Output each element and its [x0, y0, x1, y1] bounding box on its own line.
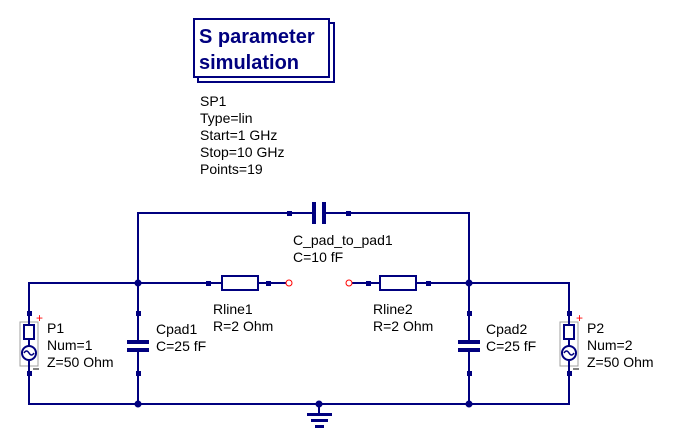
open-node-left[interactable]	[285, 279, 293, 287]
resistor-rline2[interactable]	[379, 275, 417, 291]
pin-marker	[567, 311, 572, 316]
sim-param-stop: Stop=10 GHz	[200, 144, 285, 160]
pin-marker	[426, 281, 431, 286]
sim-name: SP1	[200, 93, 227, 109]
p2-num: Num=2	[587, 337, 633, 353]
pin-marker	[206, 281, 211, 286]
junction-dot	[134, 400, 142, 408]
wire-bottom	[28, 366, 570, 405]
cpad1-name: Cpad1	[156, 321, 198, 337]
svg-text:+: +	[36, 311, 43, 325]
sim-param-type: Type=lin	[200, 110, 253, 126]
wire-mid-left	[28, 282, 222, 322]
rline2-value: R=2 Ohm	[373, 318, 434, 334]
c-pad-to-pad-name: C_pad_to_pad1	[293, 232, 393, 248]
sp-simulation-block[interactable]	[193, 18, 330, 78]
sim-block-shadow	[330, 22, 335, 82]
resistor-rline1[interactable]	[221, 275, 259, 291]
port-p1[interactable]: +	[19, 310, 43, 378]
ground-symbol[interactable]	[307, 413, 332, 428]
p2-impedance: Z=50 Ohm	[587, 354, 654, 370]
pin-marker	[136, 311, 141, 316]
pin-marker	[467, 311, 472, 316]
cpad2-name: Cpad2	[486, 321, 528, 337]
wire-mid-right	[416, 282, 570, 322]
junction-dot	[465, 279, 473, 287]
svg-text:+: +	[576, 311, 583, 325]
rline1-value: R=2 Ohm	[213, 318, 274, 334]
sim-param-start: Start=1 GHz	[200, 127, 278, 143]
pin-marker	[27, 371, 32, 376]
open-node-right[interactable]	[345, 279, 353, 287]
capacitor-c-pad-to-pad[interactable]	[304, 202, 334, 224]
c-pad-to-pad-value: C=10 fF	[293, 249, 344, 265]
pin-marker	[467, 371, 472, 376]
junction-dot	[315, 400, 323, 408]
sim-block-shadow	[197, 78, 335, 83]
pin-marker	[366, 281, 371, 286]
p1-name: P1	[47, 320, 65, 336]
pin-marker	[287, 211, 292, 216]
cpad1-value: C=25 fF	[156, 338, 207, 354]
rline2-name: Rline2	[373, 301, 413, 317]
capacitor-cpad1[interactable]	[127, 340, 149, 352]
p1-num: Num=1	[47, 337, 93, 353]
junction-dot	[465, 400, 473, 408]
sim-param-points: Points=19	[200, 161, 263, 177]
pin-marker	[567, 371, 572, 376]
wire-top	[137, 212, 310, 283]
rline1-name: Rline1	[213, 301, 253, 317]
capacitor-cpad2[interactable]	[458, 340, 480, 352]
wire-top-right	[328, 212, 470, 283]
sim-block-title: S parameter simulation	[199, 26, 315, 74]
pin-marker	[346, 211, 351, 216]
p1-impedance: Z=50 Ohm	[47, 354, 114, 370]
pin-marker	[266, 281, 271, 286]
cpad2-value: C=25 fF	[486, 338, 537, 354]
port-p2[interactable]: +	[559, 310, 583, 378]
pin-marker	[136, 371, 141, 376]
p2-name: P2	[587, 320, 605, 336]
junction-dot	[134, 279, 142, 287]
pin-marker	[27, 311, 32, 316]
